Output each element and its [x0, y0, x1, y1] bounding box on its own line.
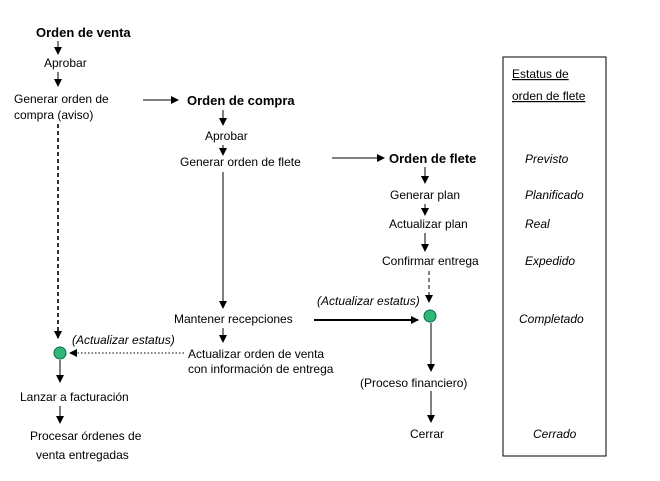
node-generar-orden-flete: Generar orden de flete — [180, 155, 301, 169]
status-expedido: Expedido — [525, 254, 575, 268]
node-lanzar-facturacion: Lanzar a facturación — [20, 390, 129, 404]
node-procesar-ordenes-line2: venta entregadas — [36, 448, 129, 462]
status-cerrado: Cerrado — [533, 427, 577, 441]
label-actualizar-estatus-flete: (Actualizar estatus) — [317, 294, 420, 308]
node-orden-de-venta: Orden de venta — [36, 25, 131, 40]
status-panel-title-line2: orden de flete — [512, 89, 586, 103]
node-actualizar-orden-venta-line2: con información de entrega — [188, 362, 334, 376]
status-panel-title-line1: Estatus de — [512, 67, 569, 81]
node-aprobar-compra: Aprobar — [205, 129, 248, 143]
node-confirmar-entrega: Confirmar entrega — [382, 254, 479, 268]
status-planificado: Planificado — [525, 188, 584, 202]
node-orden-de-compra: Orden de compra — [187, 93, 295, 108]
status-real: Real — [525, 217, 550, 231]
node-procesar-ordenes-line1: Procesar órdenes de — [30, 429, 142, 443]
node-generar-plan: Generar plan — [390, 188, 460, 202]
status-dot-venta — [53, 346, 67, 360]
node-proceso-financiero: (Proceso financiero) — [360, 376, 467, 390]
node-generar-orden-compra-line2: compra (aviso) — [14, 108, 93, 122]
label-actualizar-estatus-venta: (Actualizar estatus) — [72, 333, 175, 347]
node-generar-orden-compra-line1: Generar orden de — [14, 92, 109, 106]
status-previsto: Previsto — [525, 152, 569, 166]
node-actualizar-orden-venta-line1: Actualizar orden de venta — [188, 347, 324, 361]
node-orden-de-flete: Orden de flete — [389, 151, 476, 166]
node-aprobar-venta: Aprobar — [44, 56, 87, 70]
node-cerrar: Cerrar — [410, 427, 444, 441]
status-panel-box — [502, 56, 607, 457]
node-actualizar-plan: Actualizar plan — [389, 217, 468, 231]
status-dot-flete — [423, 309, 437, 323]
status-completado: Completado — [519, 312, 584, 326]
node-mantener-recepciones: Mantener recepciones — [174, 312, 293, 326]
